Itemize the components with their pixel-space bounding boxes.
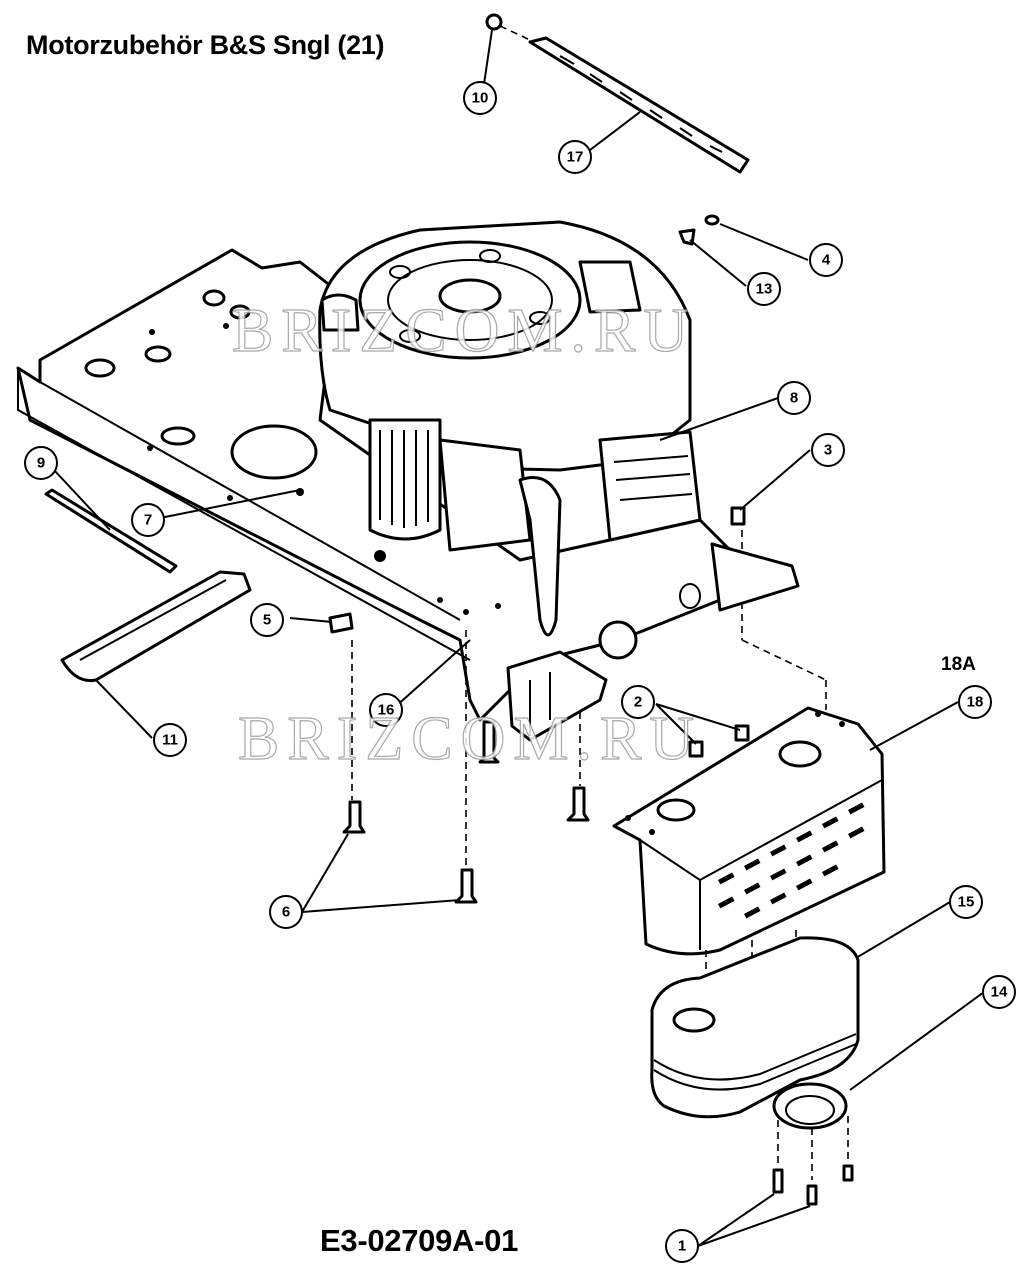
bolts	[328, 506, 752, 904]
engine	[318, 220, 702, 637]
callout-1: 1	[665, 1229, 699, 1263]
callout-8: 8	[777, 381, 811, 415]
callout-2: 2	[621, 685, 655, 719]
part-11-cover	[60, 570, 252, 683]
callout-3-label: 3	[824, 442, 832, 459]
callout-6-label: 6	[282, 904, 290, 921]
variant-label: 18A	[941, 654, 976, 675]
callout-13: 13	[747, 272, 781, 306]
part-15-muffler	[650, 936, 860, 1119]
callout-5-label: 5	[263, 612, 271, 629]
callout-4-label: 4	[822, 252, 831, 269]
callout-9: 9	[24, 446, 58, 480]
bracket-left	[506, 650, 608, 742]
callout-18: 18	[958, 685, 992, 719]
page-title: Motorzubehör B&S Sngl (21)	[26, 30, 385, 60]
callout-16-label: 16	[378, 702, 395, 719]
part-4-screw	[704, 214, 720, 226]
callout-14-label: 14	[991, 984, 1008, 1001]
part-17-rod	[528, 36, 750, 174]
callout-11: 11	[153, 723, 187, 757]
leader-lines	[53, 29, 985, 1247]
callout-9-label: 9	[37, 455, 45, 472]
callout-11-label: 11	[162, 732, 178, 749]
callout-8-label: 8	[790, 390, 798, 407]
callout-1-label: 1	[678, 1238, 686, 1255]
callout-15: 15	[949, 885, 983, 919]
callout-16: 16	[369, 693, 403, 727]
part-10-nut	[485, 13, 503, 31]
part-14-deflector	[772, 1082, 848, 1130]
callout-14: 14	[982, 975, 1016, 1009]
bracket-right	[710, 542, 800, 612]
callout-13-label: 13	[756, 281, 773, 298]
callout-7: 7	[131, 503, 165, 537]
callout-3: 3	[811, 433, 845, 467]
drawing-code: E3-02709A-01	[320, 1223, 519, 1258]
part-9-rod	[44, 488, 178, 574]
callout-17: 17	[558, 140, 592, 174]
callout-2-label: 2	[634, 694, 642, 711]
callout-15-label: 15	[958, 894, 975, 911]
callout-4: 4	[809, 243, 843, 277]
callout-17-label: 17	[567, 149, 584, 166]
part-18-heat-shield	[612, 706, 886, 956]
callout-10-label: 10	[472, 90, 489, 107]
callout-10: 10	[463, 81, 497, 115]
callout-18-label: 18	[967, 694, 984, 711]
callout-6: 6	[269, 895, 303, 929]
callout-7-label: 7	[144, 512, 152, 529]
callout-5: 5	[250, 603, 284, 637]
